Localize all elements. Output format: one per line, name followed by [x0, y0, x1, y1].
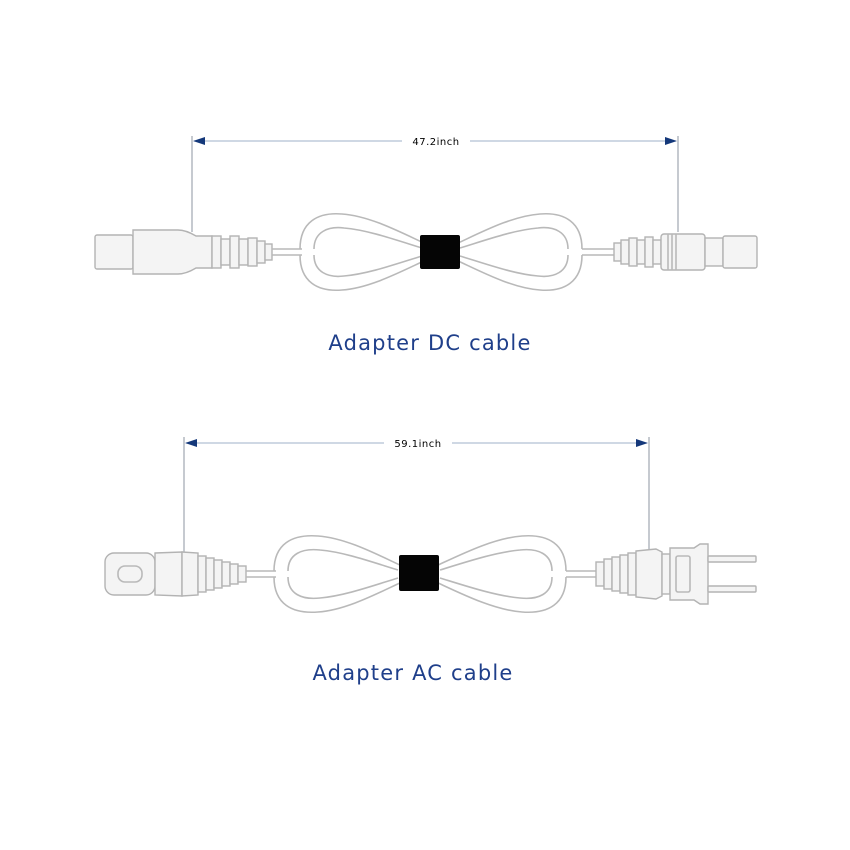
- ac-wall-plug: [595, 543, 757, 605]
- dc-caption: Adapter DC cable: [328, 331, 531, 355]
- ac-prong-top: [707, 555, 757, 563]
- ac-prong-bottom: [707, 585, 757, 593]
- dc-plug-left: [94, 229, 273, 275]
- ac-c7-connector: [104, 551, 247, 597]
- dc-strain-relief-right: [613, 236, 662, 268]
- dc-length-label: 47.2inch: [412, 137, 459, 148]
- ac-dimension-line: 59.1inch: [185, 439, 648, 450]
- ac-strain-relief-right: [595, 552, 637, 596]
- dc-cable-group: 47.2inch: [94, 136, 758, 355]
- dc-dimension-line: 47.2inch: [193, 137, 677, 148]
- dc-cable-wire: [272, 212, 614, 292]
- dc-strain-relief-left: [211, 235, 273, 269]
- ac-cable-group: 59.1inch: [104, 437, 757, 685]
- ac-caption: Adapter AC cable: [312, 661, 513, 685]
- dc-cable-tie: [420, 235, 460, 269]
- ac-strain-relief-left: [181, 551, 247, 597]
- ac-length-label: 59.1inch: [394, 439, 441, 450]
- dc-plug-right: [613, 233, 758, 271]
- ac-cable-tie: [399, 555, 439, 591]
- ac-cable-wire: [246, 534, 596, 614]
